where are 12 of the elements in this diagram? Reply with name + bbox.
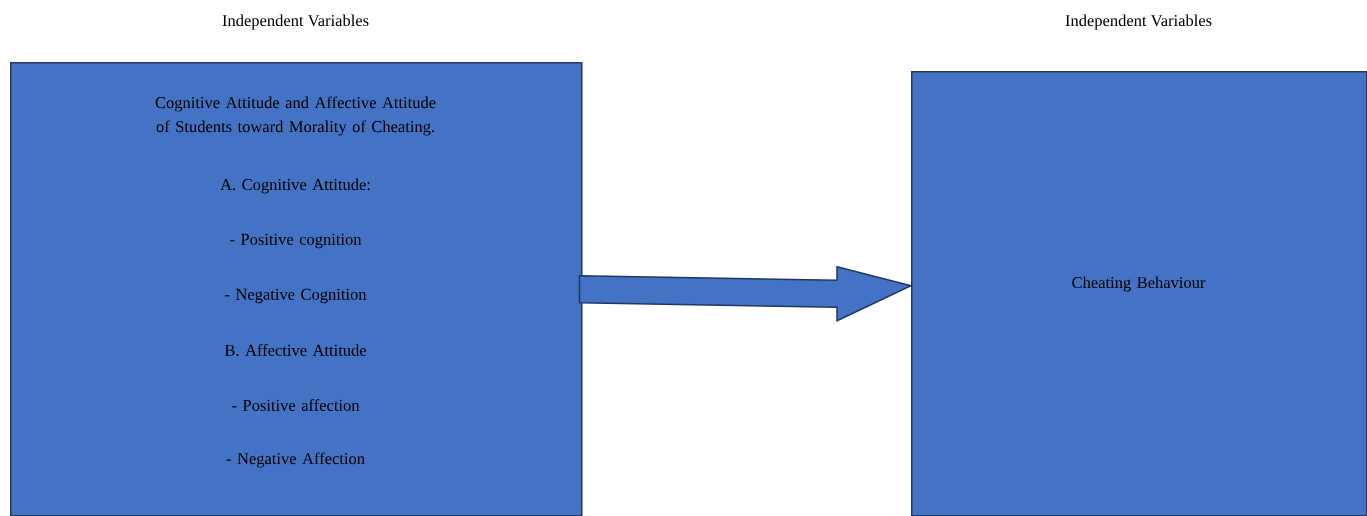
node-label: - Negative Affection	[226, 452, 365, 468]
column-heading: Independent Variables	[1065, 14, 1212, 30]
node-label: A. Cognitive Attitude:	[220, 178, 370, 194]
node-label: - Negative Cognition	[225, 288, 367, 304]
variable-box: Cognitive Attitude and Affective Attitude of Students toward Morality of Cheating. A. Cognitive Attitude: - Positive cognition - Negative Cognition B. Affective Attitude - Positive affection - Negative Affection	[10, 62, 583, 516]
node-label: - Positive affection	[232, 399, 360, 411]
block-arrow	[578, 265, 914, 322]
variable-box: Cheating Behaviour	[911, 71, 1367, 516]
node-label: - Positive cognition	[230, 233, 362, 249]
node-label: B. Affective Attitude	[224, 344, 367, 356]
column-heading: Independent Variables	[222, 14, 369, 30]
node-label: Cognitive Attitude and Affective Attitude of Students toward Morality of Cheating.	[155, 96, 436, 136]
